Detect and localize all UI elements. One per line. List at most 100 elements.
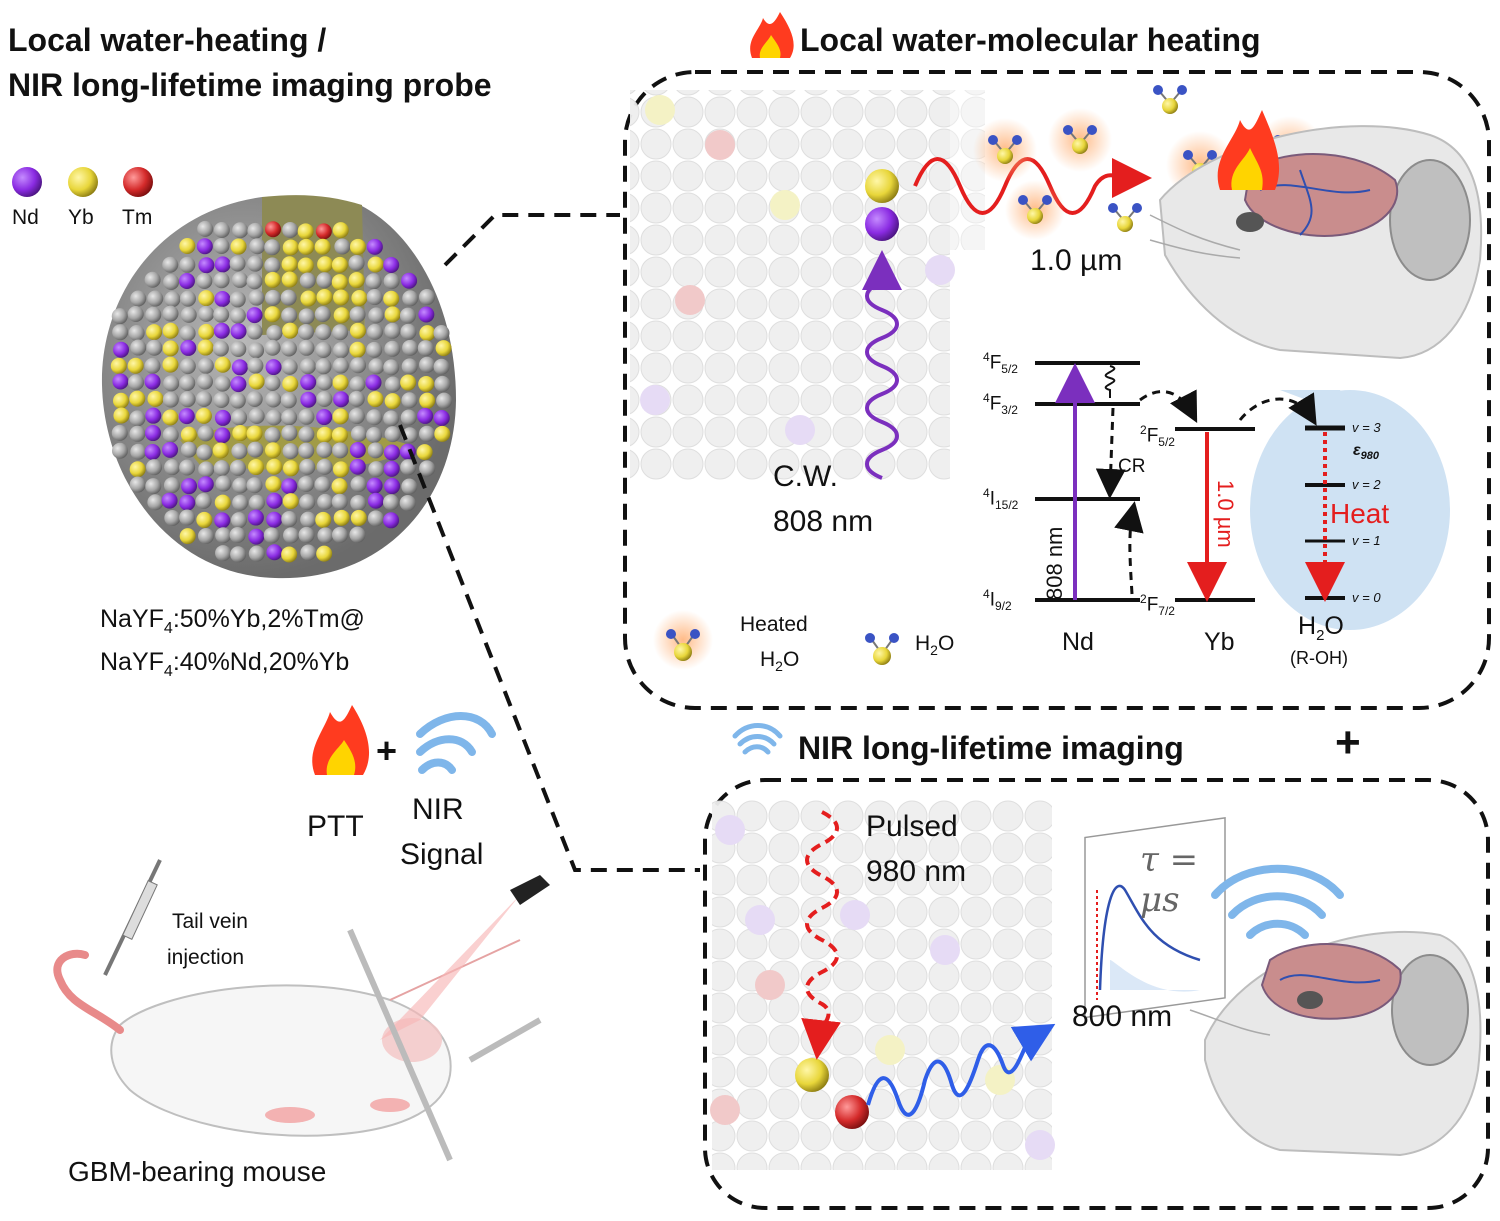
lattice-atom <box>246 273 263 290</box>
lattice-atom <box>436 392 453 409</box>
lattice-atom <box>179 256 196 273</box>
lattice-atom <box>299 458 316 475</box>
lattice-atom <box>300 374 317 391</box>
water-molecule <box>1153 85 1187 114</box>
lattice-atom <box>314 238 331 255</box>
water-subname: (R-OH) <box>1290 648 1348 668</box>
lattice-atom <box>365 273 382 290</box>
lattice-atom <box>113 341 130 358</box>
lattice-atom <box>164 509 181 526</box>
lattice-atom <box>433 325 450 342</box>
lattice-atom <box>366 427 383 444</box>
lattice-atom <box>163 375 180 392</box>
water-molecule <box>988 135 1022 164</box>
lattice-atom <box>231 359 248 376</box>
mouse-label: GBM-bearing mouse <box>68 1156 327 1187</box>
lattice-atom <box>297 257 314 274</box>
lattice-atom <box>280 392 297 409</box>
lattice-atom <box>127 305 144 322</box>
lattice-atom <box>350 494 367 511</box>
lattice-atom <box>162 426 179 443</box>
lattice-atom <box>316 409 333 426</box>
lattice-atom <box>348 254 365 271</box>
nd-level-4i92: 4I9/2 <box>983 587 1012 614</box>
lattice-atom <box>383 444 400 461</box>
lattice-atom <box>433 358 450 375</box>
pulsed-label: Pulsed <box>866 810 958 843</box>
lattice-atom <box>332 408 349 425</box>
lattice-atom <box>229 307 246 324</box>
lattice-atom <box>299 358 316 375</box>
lattice-atom <box>265 359 282 376</box>
lattice-atom <box>349 376 366 393</box>
lattice-atom <box>213 460 230 477</box>
lattice-atom <box>179 374 196 391</box>
lattice-atom <box>282 239 299 256</box>
lattice-atom <box>111 424 128 441</box>
lattice-atom <box>147 494 164 511</box>
water-level-v0: v = 0 <box>1352 590 1381 605</box>
lattice-atom <box>232 222 249 239</box>
lattice-atom <box>146 324 163 341</box>
lattice-atom <box>402 290 419 307</box>
legend-water-molecule <box>865 633 899 665</box>
lattice-atom <box>164 459 181 476</box>
lattice-atom <box>213 322 230 339</box>
lattice-atom <box>214 494 231 511</box>
lattice-atom <box>163 273 180 290</box>
lattice-atom <box>350 425 367 442</box>
heat-label: Heat <box>1330 498 1390 529</box>
lattice-atom <box>247 357 264 374</box>
lattice-atom <box>266 458 283 475</box>
lattice-atom <box>282 460 299 477</box>
lattice-atom <box>232 494 249 511</box>
lattice-atom <box>179 358 196 375</box>
lattice-atom <box>298 408 315 425</box>
lattice-atom <box>197 220 214 237</box>
lattice-atom <box>316 441 333 458</box>
lattice-atom <box>232 425 249 442</box>
lattice-atom <box>384 340 401 357</box>
lattice-atom <box>298 339 315 356</box>
lattice-atom <box>351 290 368 307</box>
lattice-atom <box>317 527 334 544</box>
formula-core: NaYF4:50%Yb,2%Tm@ <box>100 605 365 637</box>
legend-heated-water-molecule <box>666 629 700 661</box>
yb-level-2f52: 2F5/2 <box>1140 423 1175 450</box>
lattice-atom <box>230 512 247 529</box>
signal-label: Signal <box>400 838 484 871</box>
lattice-atom <box>214 290 231 307</box>
lattice-atom <box>350 476 367 493</box>
imaging-panel-title: NIR long-lifetime imaging <box>798 730 1184 766</box>
lattice-atom <box>147 290 164 307</box>
lattice-atom <box>316 458 333 475</box>
lattice-atom <box>333 307 350 324</box>
lattice-atom <box>162 441 179 458</box>
lattice-atom <box>146 459 163 476</box>
lattice-atom <box>164 291 181 308</box>
lattice-atom <box>400 323 417 340</box>
lattice-atom <box>332 222 349 239</box>
lattice-atom <box>331 256 348 273</box>
lattice-atom <box>367 391 384 408</box>
lattice-atom <box>246 390 263 407</box>
lattice-atom <box>231 443 248 460</box>
lattice-atom <box>348 272 365 289</box>
lattice-atom <box>162 322 179 339</box>
lattice-atom <box>266 544 283 561</box>
injection-line2: injection <box>167 946 245 969</box>
lattice-atom <box>198 305 215 322</box>
lattice-atom <box>230 340 247 357</box>
lattice-atom <box>196 272 213 289</box>
lattice-atom <box>110 357 127 374</box>
lattice-atom <box>162 340 179 357</box>
lattice-atom <box>196 238 213 255</box>
lattice-atom <box>348 408 365 425</box>
lattice-atom <box>180 339 197 356</box>
lattice-atom <box>179 238 196 255</box>
yb-level-2f72: 2F7/2 <box>1140 592 1175 619</box>
lattice-atom <box>384 478 401 495</box>
tm-ion-imaging <box>835 1095 869 1129</box>
lattice-atom <box>417 340 434 357</box>
lattice-atom <box>144 373 161 390</box>
